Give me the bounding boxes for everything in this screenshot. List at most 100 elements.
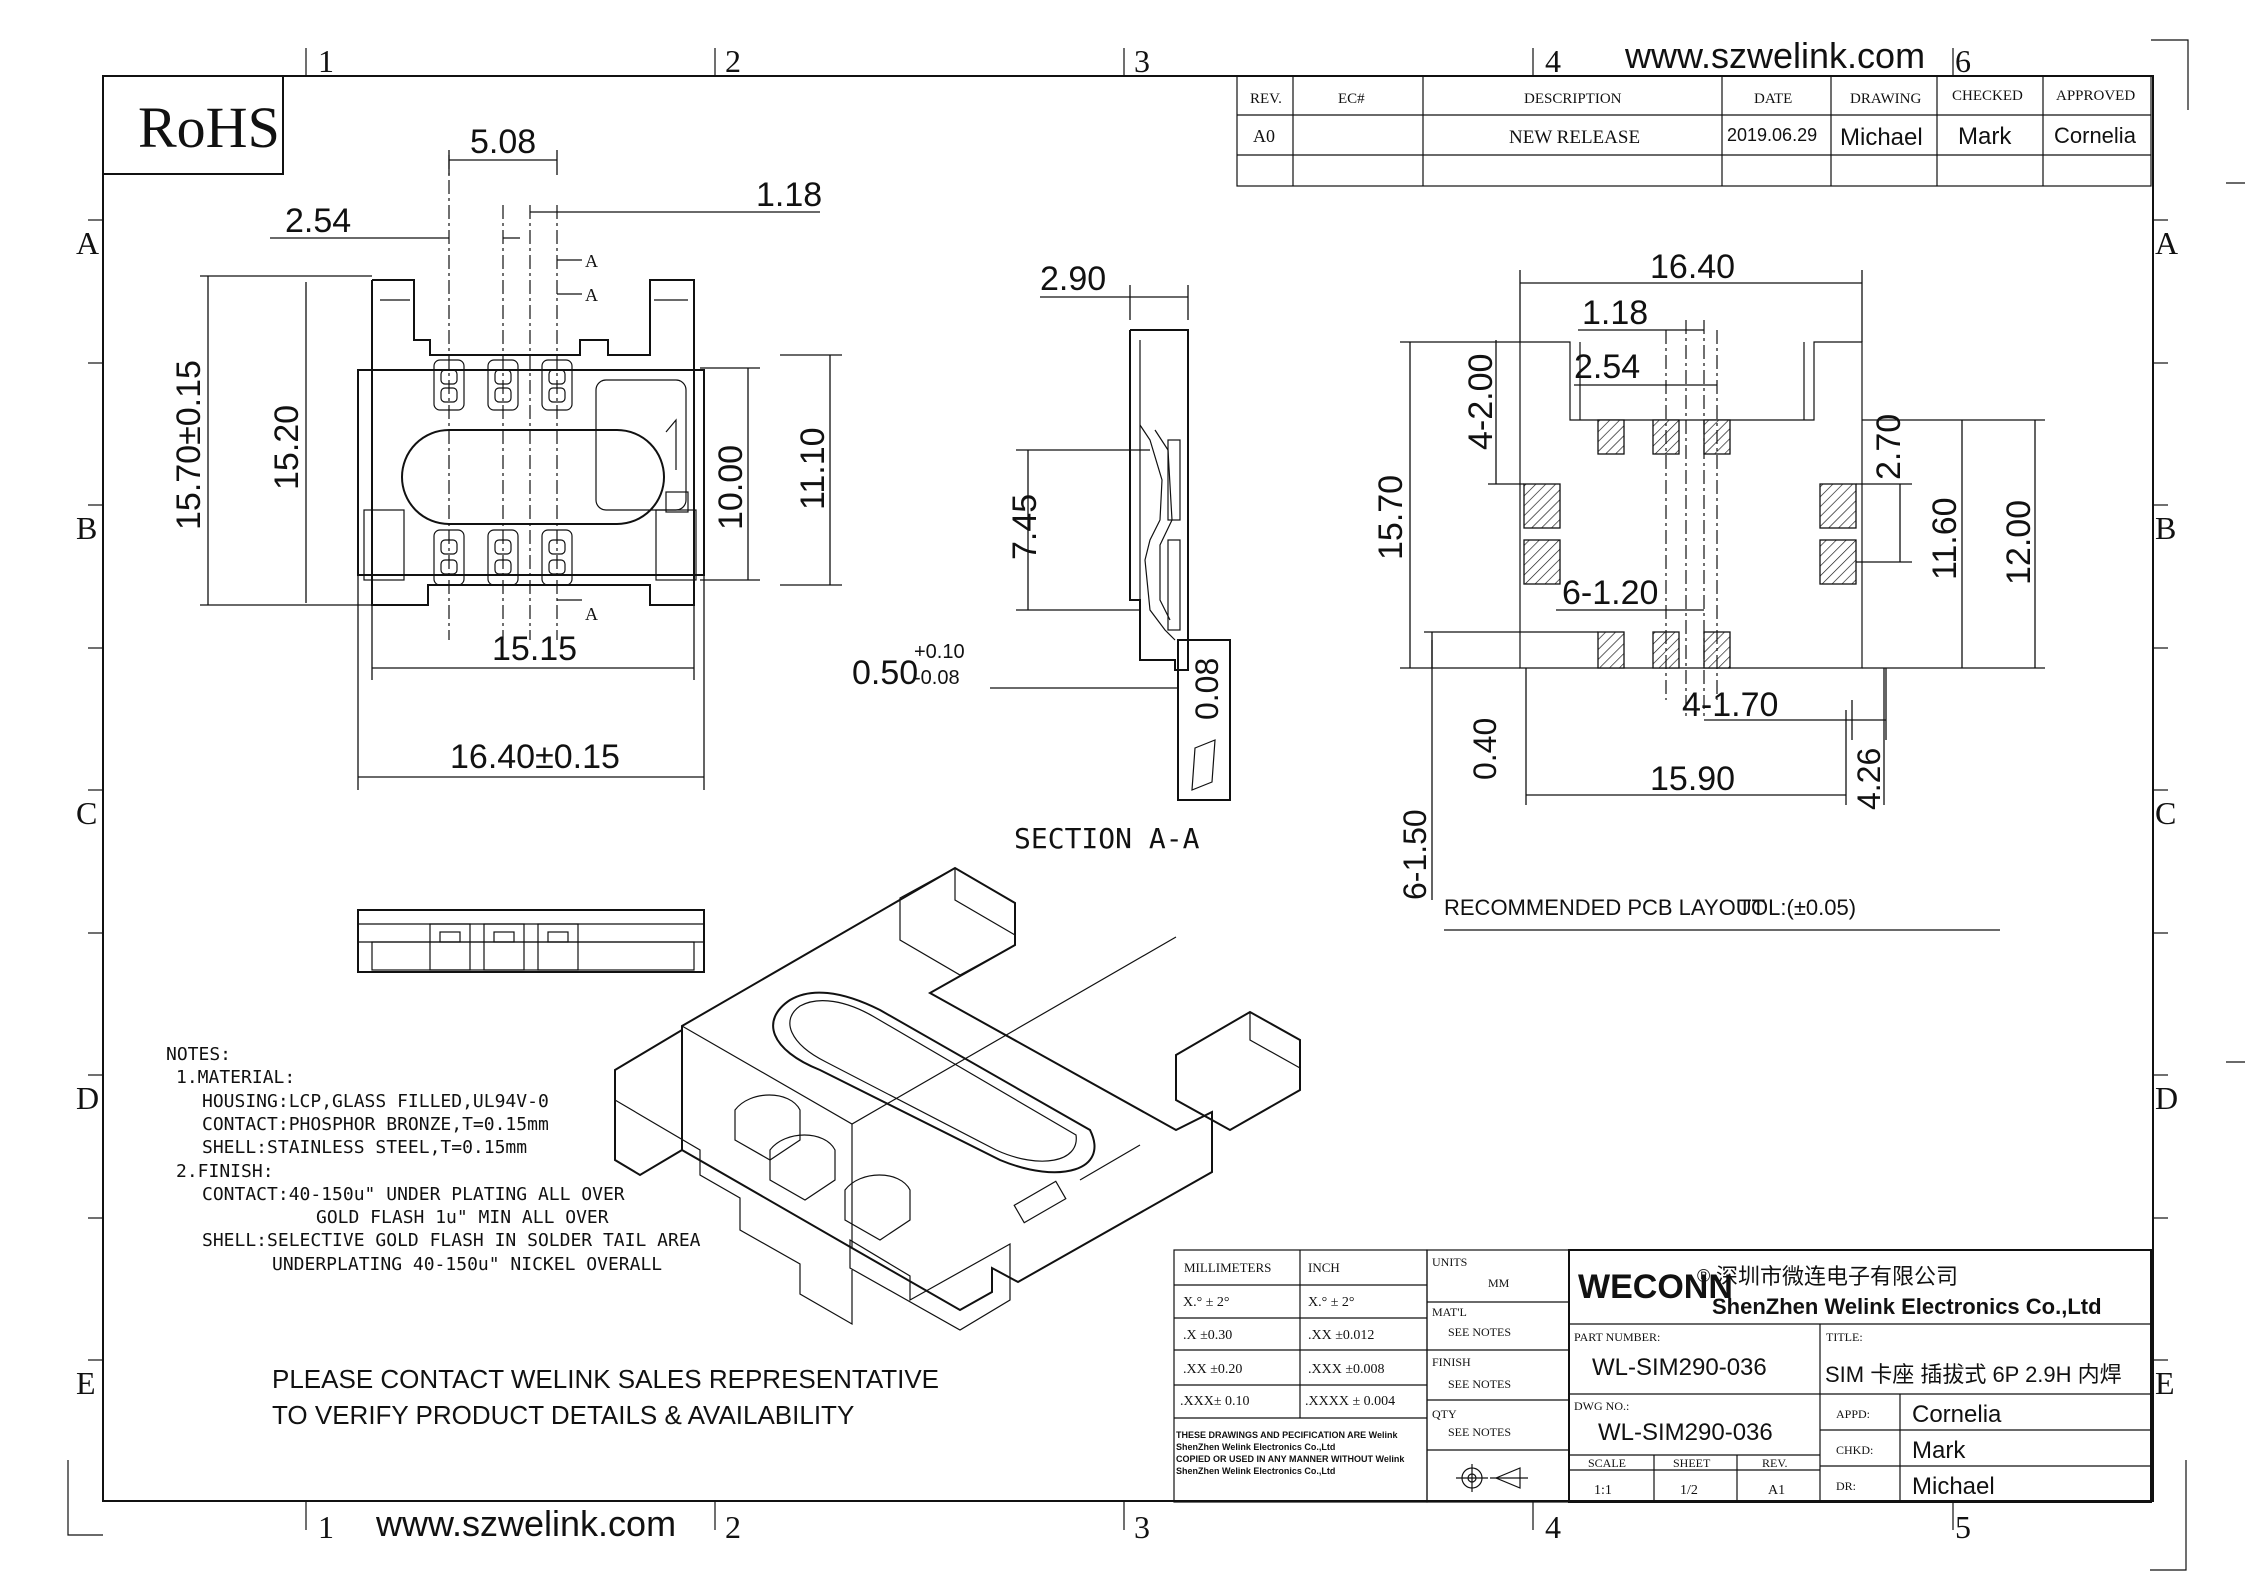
inch-tol-2: .XXX ±0.008 [1308,1362,1385,1377]
dim-10-00: 10.00 [712,445,750,530]
section-mark-1: A [585,251,598,271]
side-view [357,909,705,973]
qty-label: QTY [1432,1407,1457,1421]
pcb-dim-0-40: 0.40 [1467,718,1503,780]
disclaimer-4: ShenZhen Welink Electronics Co.,Ltd [1176,1466,1335,1476]
drawing-title: SIM 卡座 插拔式 6P 2.9H 内焊 [1825,1362,2122,1387]
note-finish-shell: SHELL:SELECTIVE GOLD FLASH IN SOLDER TAI… [202,1230,701,1251]
section-mark-2: A [585,285,598,305]
dim-16-40: 16.40±0.15 [450,738,620,776]
units-value: MM [1488,1276,1510,1290]
notes: NOTES: 1.MATERIAL: HOUSING:LCP,GLASS FIL… [166,1044,939,1430]
zone-col-4: 4 [1545,43,1561,79]
zone-row-c-right: C [2155,795,2176,831]
zone-bottom-col-5: 5 [1955,1509,1971,1545]
ec-header: EC# [1338,91,1365,107]
tolerance-table: MILLIMETERS INCH X.° ± 2° X.° ± 2° .X ±0… [1173,1249,1428,1503]
dwg-number: WL-SIM290-036 [1598,1419,1773,1446]
pcb-dim-6-1-20: 6-1.20 [1562,574,1658,612]
dim-0-50-lower-tol: -0.08 [914,667,960,689]
dim-2-54: 2.54 [285,202,351,240]
rohs-label: RoHS [138,95,280,160]
dim-7-45: 7.45 [1006,494,1044,560]
projection-symbol-icon [1456,1464,1528,1492]
zone-bottom-col-3: 3 [1134,1509,1150,1545]
approved-value: Cornelia [2054,123,2137,148]
zone-labels: 1 2 3 4 6 1 2 3 4 5 A B C D E A B C D E [76,43,2178,1545]
note-finish: 2.FINISH: [176,1161,274,1182]
mm-tol-2: .XX ±0.20 [1183,1362,1242,1377]
dim-0-08: 0.08 [1189,658,1225,720]
zone-col-1: 1 [318,43,334,79]
section-mark-3: A [585,604,598,624]
disclaimer-1: THESE DRAWINGS AND PECIFICATION ARE Weli… [1176,1430,1399,1440]
appd-value: Cornelia [1912,1401,2002,1428]
note-shell: SHELL:STAINLESS STEEL,T=0.15mm [202,1137,527,1158]
mm-tol-1: .X ±0.30 [1183,1328,1232,1343]
zone-row-a-left: A [76,225,99,261]
zone-bottom-col-2: 2 [725,1509,741,1545]
pcb-dim-15-90: 15.90 [1650,760,1735,798]
brand-logo: WECONN [1578,1268,1733,1306]
zone-col-3: 3 [1134,43,1150,79]
zone-col-6: 6 [1955,43,1971,79]
drawing-value: Michael [1840,124,1923,151]
pcb-layout-label: RECOMMENDED PCB LAYOUT [1444,895,1765,920]
inch-header: INCH [1308,1260,1340,1275]
revision-table: REV. EC# DESCRIPTION DATE DRAWING CHECKE… [1236,75,2152,187]
section-view: 2.90 7.45 0.50 +0.10 -0.08 0.08 SECTION … [852,260,1231,855]
dim-15-70: 15.70±0.15 [170,360,208,530]
material-value: SEE NOTES [1448,1325,1511,1339]
notes-title: NOTES: [166,1044,231,1065]
company-name-en: ShenZhen Welink Electronics Co.,Ltd [1712,1294,2102,1319]
top-view: A A A 5.08 2.54 1.18 15.70±0.15 15.20 10… [170,123,842,790]
title-label: TITLE: [1826,1330,1863,1344]
date-value: 2019.06.29 [1727,125,1817,145]
pcb-dim-6-1-50: 6-1.50 [1397,809,1433,900]
note-contact: CONTACT:PHOSPHOR BRONZE,T=0.15mm [202,1114,549,1135]
mm-tol-3: .XXX± 0.10 [1180,1394,1250,1409]
pcb-dim-2-70: 2.70 [1870,414,1908,480]
checked-header: CHECKED [1952,88,2023,104]
note-gold-flash: GOLD FLASH 1u" MIN ALL OVER [316,1207,609,1228]
description-value: NEW RELEASE [1509,127,1640,148]
pcb-dim-12-00: 12.00 [2000,500,2038,585]
pcb-dim-4-26: 4.26 [1851,748,1887,810]
qty-value: SEE NOTES [1448,1425,1511,1439]
sheet-value: 1/2 [1680,1483,1698,1498]
units-label: UNITS [1432,1255,1467,1269]
title-block: WECONN ® 深圳市微连电子有限公司 ShenZhen Welink Ele… [1568,1249,2152,1503]
material-label: MAT'L [1432,1305,1467,1319]
inch-tol-deg: X.° ± 2° [1308,1295,1355,1310]
zone-row-b-right: B [2155,510,2176,546]
pcb-dim-1-18: 1.18 [1582,294,1648,332]
pcb-dim-2-54: 2.54 [1574,348,1640,386]
zone-row-e-left: E [76,1365,96,1401]
appd-label: APPD: [1836,1407,1870,1421]
scale-label: SCALE [1588,1456,1626,1470]
inch-tol-3: .XXXX ± 0.004 [1305,1394,1395,1409]
section-label: SECTION A-A [1014,822,1200,855]
chkd-label: CHKD: [1836,1443,1873,1457]
description-header: DESCRIPTION [1524,91,1622,107]
pcb-tolerance: TOL:(±0.05) [1738,895,1856,920]
note-underplating: UNDERPLATING 40-150u" NICKEL OVERALL [272,1254,662,1275]
dim-5-08: 5.08 [470,123,536,161]
pcb-dim-4-2-00: 4-2.00 [1462,354,1500,450]
dim-11-10: 11.10 [794,427,832,510]
dr-label: DR: [1836,1479,1856,1493]
disclaimer-2: ShenZhen Welink Electronics Co.,Ltd [1176,1442,1335,1452]
website-bottom: www.szwelink.com [375,1503,676,1544]
contact-notice-1: PLEASE CONTACT WELINK SALES REPRESENTATI… [272,1364,939,1394]
sheet-frame [67,39,2245,1571]
note-finish-contact: CONTACT:40-150u" UNDER PLATING ALL OVER [202,1184,625,1205]
pcb-dim-16-40: 16.40 [1650,248,1735,286]
dwg-label: DWG NO.: [1574,1399,1629,1413]
zone-row-e-right: E [2155,1365,2175,1401]
contact-notice-2: TO VERIFY PRODUCT DETAILS & AVAILABILITY [272,1400,854,1430]
rev-header: REV. [1250,91,1282,107]
zone-row-b-left: B [76,510,97,546]
rohs-box: RoHS [102,75,284,175]
zone-row-c-left: C [76,795,97,831]
